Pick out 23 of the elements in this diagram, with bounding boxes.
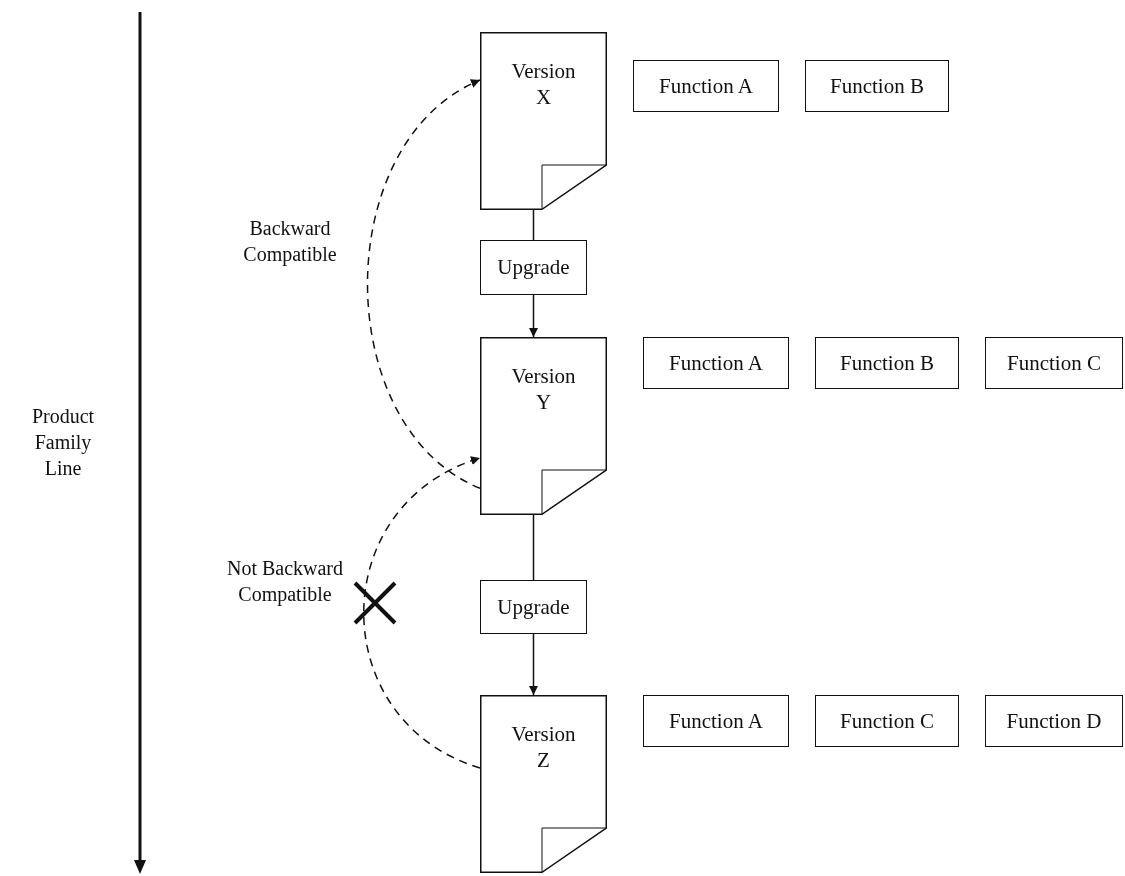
process-box: Upgrade: [480, 240, 587, 295]
dashed-arrow: [363, 457, 481, 769]
document-label: Version X: [510, 58, 577, 111]
document-label: Version Z: [510, 721, 577, 774]
edge-label: Backward Compatible: [242, 216, 338, 267]
function-box: Function C: [985, 337, 1123, 389]
document-shape: [480, 337, 607, 515]
function-box: Function A: [643, 695, 789, 747]
process-box: Upgrade: [480, 580, 587, 634]
arrow: [529, 633, 538, 696]
arrow: [529, 294, 538, 338]
document-shape: [480, 32, 607, 210]
function-box: Function C: [815, 695, 959, 747]
function-box: Function A: [643, 337, 789, 389]
document-label: Version Y: [510, 363, 577, 416]
function-box: Function B: [815, 337, 959, 389]
document-shape: [480, 695, 607, 873]
function-box: Function A: [633, 60, 779, 112]
dashed-arrow: [366, 79, 481, 490]
function-box: Function B: [805, 60, 949, 112]
function-box: Function D: [985, 695, 1123, 747]
axis-label: Product Family Line: [30, 404, 96, 481]
edge-label: Not Backward Compatible: [225, 556, 345, 607]
